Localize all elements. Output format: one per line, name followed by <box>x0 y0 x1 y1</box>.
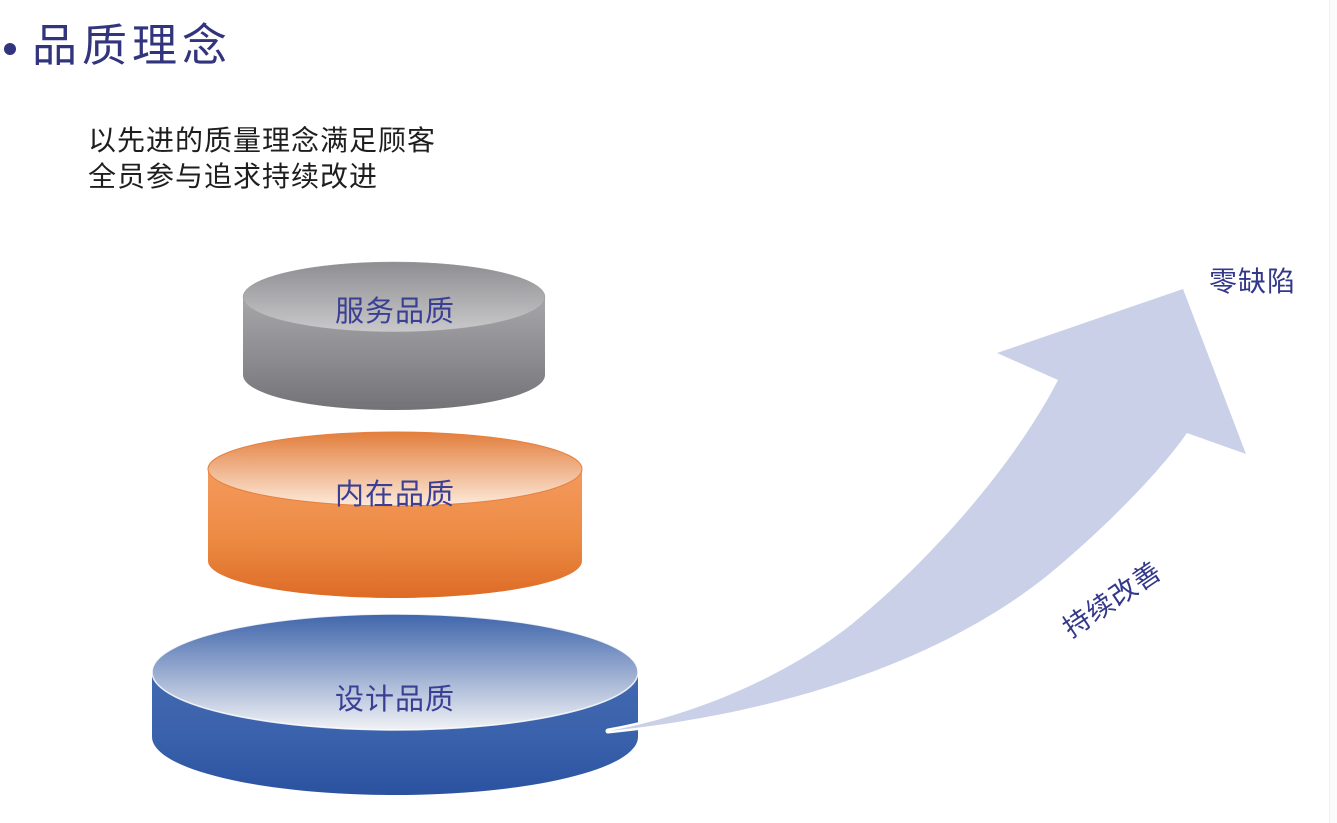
cylinder-service-label: 服务品质 <box>334 296 455 328</box>
page-title: 品质理念 <box>32 20 233 71</box>
title-bullet-icon <box>4 43 16 55</box>
slide-subtitle: 以先进的质量理念满足顾客 全员参与追求持续改进 <box>88 123 436 195</box>
right-edge-divider <box>1329 0 1330 823</box>
cylinder-internal-label: 内在品质 <box>334 479 455 511</box>
cylinder-design-label: 设计品质 <box>334 684 455 716</box>
cylinder-internal-top <box>207 431 583 507</box>
right-edge-strip <box>1330 0 1337 823</box>
growth-arrow <box>605 286 1249 734</box>
cylinder-service-top <box>242 261 546 333</box>
subtitle-line-2: 全员参与追求持续改进 <box>88 161 379 192</box>
cylinder-design-top <box>151 613 639 731</box>
subtitle-line-1: 以先进的质量理念满足顾客 <box>88 125 437 156</box>
title-row: 品质理念 <box>2 20 232 72</box>
arrow-target-label: 零缺陷 <box>1209 266 1297 297</box>
